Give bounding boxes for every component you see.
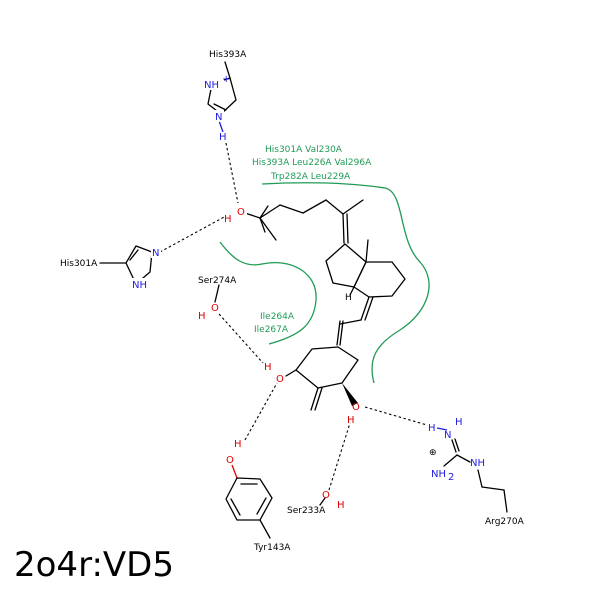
- page-title: 2o4r:VD5: [14, 545, 174, 585]
- ser274-h-label: H: [198, 311, 206, 322]
- his393-n-label: N: [215, 112, 222, 123]
- vd5-o3-label: O: [352, 402, 360, 413]
- his301-nh-label: NH: [132, 280, 147, 291]
- hydrogen-bonds: [159, 142, 428, 491]
- hydrophobic-arc-left: [219, 241, 317, 345]
- arg270-h1-label: H: [428, 423, 436, 434]
- hydrophobic-arc-right: [261, 182, 430, 384]
- arg270-positive-charge-icon: ⊕: [429, 448, 437, 458]
- hydrophobic-label-line1: His301A Val230A: [265, 145, 343, 155]
- arg270-h2-label: H: [455, 417, 463, 428]
- arg270-nh-label: NH: [470, 458, 485, 469]
- his393-residue-label: His393A: [209, 50, 247, 60]
- tyr143-h-label: H: [234, 439, 242, 450]
- ser274-residue-label: Ser274A: [198, 276, 237, 286]
- vd5-h25-label: H: [224, 214, 232, 225]
- hydrophobic-label-line3: Trp282A Leu229A: [270, 172, 351, 182]
- arg270-nh2-label: NH: [431, 469, 446, 480]
- tyr143-residue: [225, 464, 273, 539]
- vd5-cd-ring-h-label: H: [345, 293, 352, 303]
- hydrophobic-label-ile264: Ile264A: [260, 312, 295, 322]
- hydrophobic-label-ile267: Ile267A: [254, 325, 289, 335]
- tyr143-o-label: O: [226, 455, 234, 466]
- vd5-o1-label: O: [276, 374, 284, 385]
- arg270-n1-label: N: [444, 430, 451, 441]
- tyr143-residue-label: Tyr143A: [253, 543, 291, 553]
- arg270-nh2-subscript: 2: [448, 472, 454, 483]
- ser274-o-label: O: [211, 303, 219, 314]
- ser233-residue: [319, 497, 326, 506]
- his393-plus-charge: +: [222, 74, 230, 85]
- his301-residue-label: His301A: [60, 259, 98, 269]
- vd5-o25-label: O: [237, 207, 245, 218]
- ser233-h-label: H: [337, 500, 345, 511]
- arg270-residue-label: Arg270A: [485, 517, 525, 527]
- vd5-h1-label: H: [264, 362, 272, 373]
- ser233-o-label: O: [322, 490, 330, 501]
- ser233-residue-label: Ser233A: [287, 506, 326, 516]
- vd5-h3-label: H: [347, 415, 355, 426]
- vd5-ligand: [244, 199, 406, 411]
- his393-nh-label: NH: [204, 80, 219, 91]
- hydrophobic-label-line2: His393A Leu226A Val296A: [252, 158, 372, 168]
- his301-n-label: N: [152, 248, 159, 259]
- his393-h-label: H: [219, 132, 227, 143]
- ser274-residue: [214, 284, 220, 303]
- arg270-residue: [436, 427, 508, 513]
